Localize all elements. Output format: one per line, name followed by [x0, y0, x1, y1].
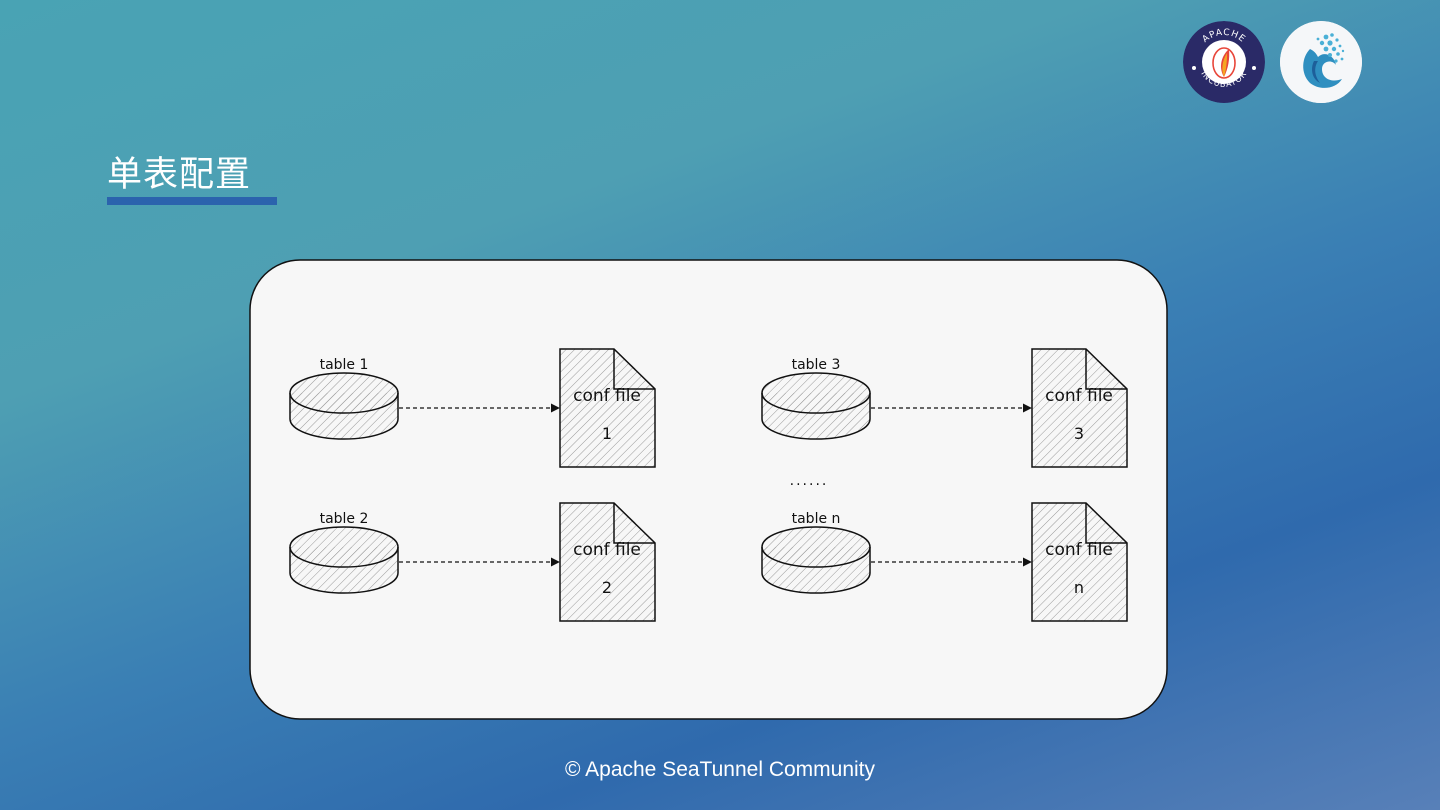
file-icon — [559, 348, 656, 468]
table-label: table n — [792, 511, 841, 527]
title-underline — [107, 197, 277, 205]
file-icon — [559, 502, 656, 622]
table-label: table 3 — [792, 357, 841, 373]
conf-file-label: conf file — [573, 386, 641, 406]
conf-file-number: 2 — [602, 578, 612, 597]
conf-file-label: conf file — [1045, 386, 1113, 406]
file-icon — [1031, 348, 1128, 468]
pair-table-3: table 3 conf file 3 — [761, 348, 1128, 468]
conf-file-label: conf file — [1045, 540, 1113, 560]
conf-file-number: 1 — [602, 424, 612, 443]
database-cylinder-icon — [761, 372, 871, 440]
footer-copyright: © Apache SeaTunnel Community — [564, 758, 876, 781]
apache-incubator-logo: APACHE INCUBATOR — [1183, 21, 1265, 103]
pair-table-n: table n conf file n — [761, 502, 1128, 622]
table-label: table 2 — [320, 511, 369, 527]
conf-file-label: conf file — [573, 540, 641, 560]
pair-table-1: table 1 conf file 1 — [289, 348, 656, 468]
conf-file-number: n — [1074, 578, 1084, 597]
database-cylinder-icon — [761, 526, 871, 594]
diagram-panel: table 1 conf file 1 table 2 conf file 2 … — [249, 259, 1168, 720]
page-title: 单表配置 — [107, 155, 252, 195]
pair-table-2: table 2 conf file 2 — [289, 502, 656, 622]
ellipsis-text: ...... — [790, 473, 829, 489]
table-label: table 1 — [320, 357, 369, 373]
conf-file-number: 3 — [1074, 424, 1084, 443]
file-icon — [1031, 502, 1128, 622]
database-cylinder-icon — [289, 526, 399, 594]
seatunnel-logo — [1280, 21, 1362, 103]
database-cylinder-icon — [289, 372, 399, 440]
